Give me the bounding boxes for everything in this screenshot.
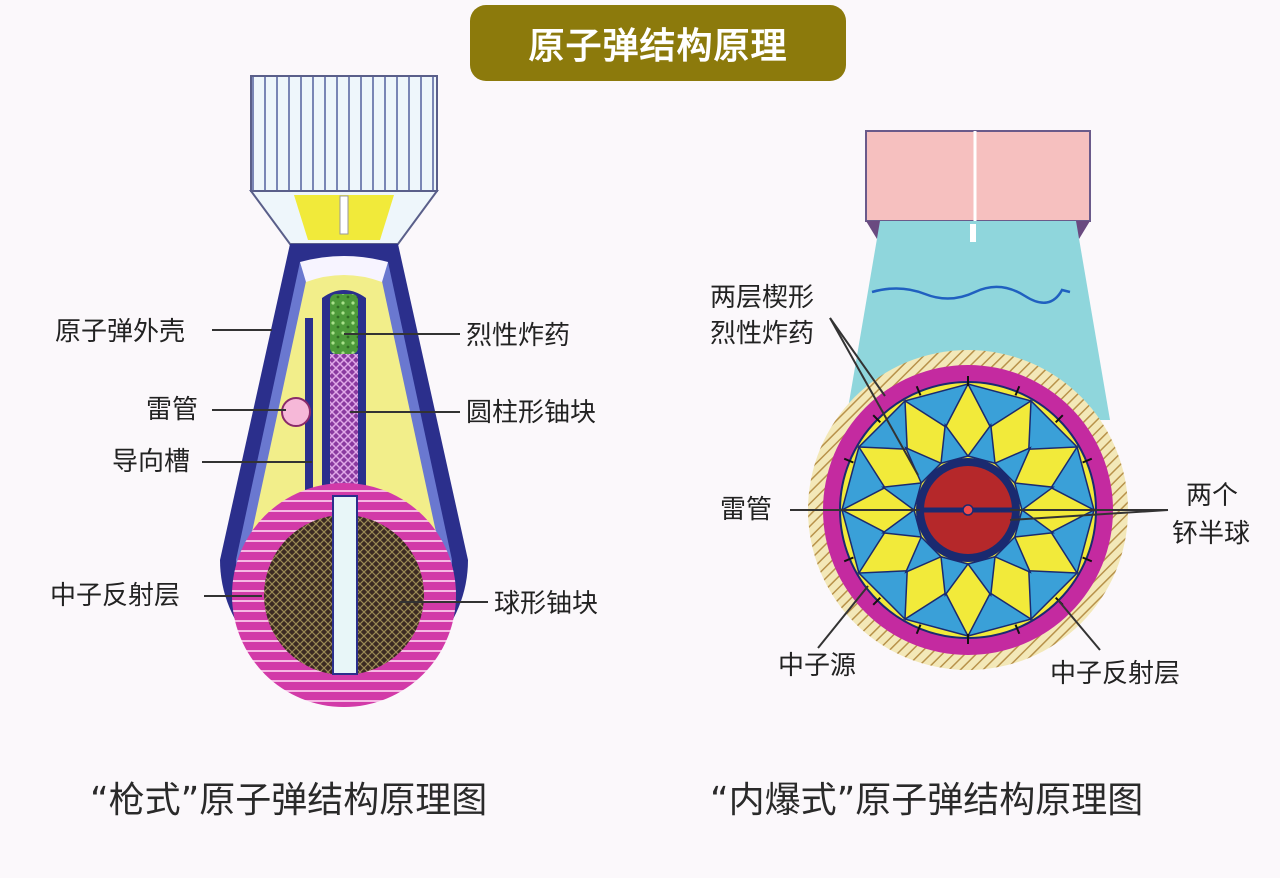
explosive-wedges [840,382,1096,638]
tail-box [865,130,1091,222]
gun-barrel-bore [332,495,358,675]
label-implosion-detonator: 雷管 [720,495,772,525]
detonator-tick [1014,624,1021,635]
outer-lens-wedge [903,592,970,638]
implosion-type-bomb [808,130,1128,670]
label-hemispheres-line2: 钚半球 [1172,519,1250,549]
label-sphere-block: 球形铀块 [494,589,598,619]
outer-lens-wedge [857,570,908,621]
inner-lens-wedge [881,508,923,538]
label-wedge-line2: 烈性炸药 [710,319,814,349]
gun-cylinder-block [330,354,358,496]
inner-lens-wedge [966,423,996,465]
outer-lens-wedge [840,508,886,575]
detonator-tick [1082,457,1093,464]
detonator-tick [872,596,882,606]
tail-side-left [866,221,880,244]
detonator-tick [843,556,854,563]
label-shell: 原子弹外壳 [55,317,185,347]
inner-lens-wedge [940,555,970,597]
outer-lens-wedge [1050,445,1096,512]
tail-slot [339,195,349,235]
outer-lens-wedge [966,382,1033,428]
label-gun-detonator: 雷管 [146,395,198,425]
inner-lens-wedge [904,535,943,574]
gun-type-bomb [220,75,468,707]
neutron-source [962,504,974,516]
label-guide-groove: 导向槽 [112,447,190,477]
inner-lens-wedge [966,555,996,597]
detonator-tick [915,385,922,396]
label-wedge-line1: 两层楔形 [710,283,814,313]
detonator-tick [1014,385,1021,396]
label-explosive: 烈性炸药 [466,321,570,351]
tail-side-right [1076,221,1090,244]
outer-lens-wedge [966,592,1033,638]
inner-lens-wedge [993,446,1032,485]
outer-lens-wedge [1050,508,1096,575]
label-neutron-source: 中子源 [778,651,856,681]
page-title: 原子弹结构原理 [470,5,846,81]
tail-fin-box [250,75,438,192]
gun-cap [300,256,388,282]
inner-lens-wedge [1013,508,1055,538]
label-implosion-reflector: 中子反射层 [1050,659,1180,689]
caption-implosion-type: “内爆式”原子弹结构原理图 [710,780,1143,821]
outer-lens-wedge [857,399,908,450]
implosion-body-wave [871,285,1071,304]
inner-lens-wedge [940,423,970,465]
inner-lens-wedge [993,535,1032,574]
detonator-tick [1054,414,1064,424]
gun-detonator [281,397,311,427]
outer-lens-wedge [903,382,970,428]
outer-lens-wedge [840,445,886,512]
label-gun-reflector: 中子反射层 [50,581,180,611]
detonator-tick [1082,556,1093,563]
inner-lens-wedge [881,482,923,512]
caption-gun-type: “枪式”原子弹结构原理图 [90,780,487,821]
detonator-tick [872,414,882,424]
label-cylinder-block: 圆柱形铀块 [466,398,596,428]
outer-lens-wedge [1028,399,1079,450]
gun-explosive-charge [330,294,358,354]
detonator-tick [843,457,854,464]
inner-lens-wedge [1013,482,1055,512]
detonator-tick [915,624,922,635]
implosion-leaders [790,317,1169,651]
label-hemispheres-line1: 两个 [1186,481,1238,511]
outer-lens-wedge [1028,570,1079,621]
gun-leaders [202,329,488,603]
